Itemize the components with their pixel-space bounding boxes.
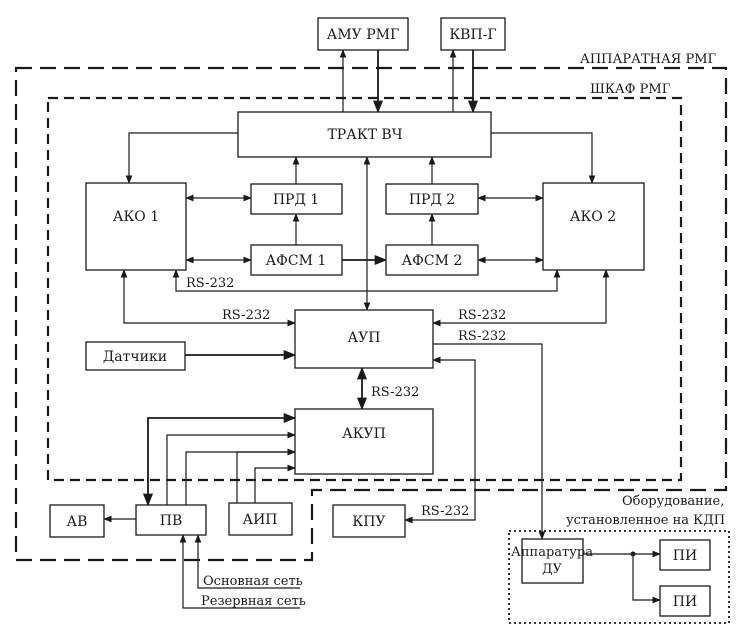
block-akup: АКУП <box>294 408 434 475</box>
svg-text:ПРД 2: ПРД 2 <box>409 192 455 208</box>
shkaf-border <box>46 96 683 482</box>
label-rs-ako-bus: RS-232 <box>186 276 234 291</box>
shkaf-label: ШКАФ РМГ <box>590 82 671 97</box>
kdp-border <box>508 530 730 624</box>
block-du: Аппаратура ДУ <box>511 538 593 584</box>
label-reserve-net: Резервная сеть <box>201 594 306 609</box>
link-trakt-ako2 <box>491 132 596 184</box>
svg-text:АКУП: АКУП <box>342 426 386 442</box>
kdp-label-line1: Оборудование, <box>622 494 724 509</box>
link-reserve-net <box>179 534 300 609</box>
svg-text:ПИ: ПИ <box>673 548 697 564</box>
svg-text:АВ: АВ <box>67 514 88 530</box>
block-ako2: АКО 2 <box>542 182 645 271</box>
link-trakt-ako1 <box>125 132 238 184</box>
link-aup-kpu <box>404 356 476 524</box>
svg-text:КВП-Г: КВП-Г <box>449 27 496 43</box>
block-trakt-vch: ТРАКТ ВЧ <box>237 111 492 158</box>
link-aip-akup-2 <box>254 464 296 503</box>
label-rs-akup: RS-232 <box>371 385 419 400</box>
svg-text:ПВ: ПВ <box>160 513 183 529</box>
block-kpu: КПУ <box>332 504 406 538</box>
link-du-pi2 <box>632 554 661 604</box>
block-aup: АУП <box>294 309 434 369</box>
link-pv-akup-1 <box>142 412 297 507</box>
block-prd2: ПРД 2 <box>385 183 479 215</box>
svg-text:ТРАКТ ВЧ: ТРАКТ ВЧ <box>327 127 402 143</box>
label-main-net: Основная сеть <box>203 574 303 589</box>
block-pv: ПВ <box>135 504 207 536</box>
link-pv-akup-2 <box>166 431 296 505</box>
block-pi2: ПИ <box>659 585 711 617</box>
label-rs-aup-left: RS-232 <box>222 308 270 323</box>
junction-dot <box>630 551 636 557</box>
label-rs-aup-right1: RS-232 <box>458 308 506 323</box>
kdp-label-line2: установленное на КДП <box>566 513 725 528</box>
block-prd1: ПРД 1 <box>250 183 343 215</box>
link-ako2-aup <box>432 269 610 327</box>
block-aip: АИП <box>228 502 293 536</box>
svg-text:АФСМ 1: АФСМ 1 <box>266 253 327 269</box>
block-kvp: КВП-Г <box>440 17 506 51</box>
svg-text:КПУ: КПУ <box>352 514 385 530</box>
block-av: АВ <box>49 504 105 538</box>
link-aup-du <box>433 343 546 540</box>
apparatnaya-border <box>14 66 728 562</box>
svg-text:ПРД 1: ПРД 1 <box>273 192 319 208</box>
svg-text:Датчики: Датчики <box>103 349 167 365</box>
block-ako1: АКО 1 <box>85 182 187 271</box>
svg-text:АКО 1: АКО 1 <box>113 209 159 225</box>
svg-text:АФСМ 2: АФСМ 2 <box>402 253 463 269</box>
svg-text:Аппаратура: Аппаратура <box>511 545 593 560</box>
block-afsm1: АФСМ 1 <box>250 244 343 276</box>
svg-text:АУП: АУП <box>348 330 381 346</box>
link-pv-akup-3 <box>185 448 296 505</box>
label-rs-kpu: RS-232 <box>421 504 469 519</box>
svg-text:АИП: АИП <box>242 512 277 528</box>
block-amu: АМУ РМГ <box>317 17 409 51</box>
block-datchiki: Датчики <box>85 341 186 371</box>
block-afsm2: АФСМ 2 <box>385 244 479 276</box>
apparatnaya-label: АППАРАТНАЯ РМГ <box>580 52 716 67</box>
link-ako1-aup <box>120 269 296 327</box>
link-aip-akup-1 <box>236 448 296 503</box>
svg-text:АМУ РМГ: АМУ РМГ <box>327 27 400 43</box>
svg-text:ПИ: ПИ <box>673 594 697 610</box>
svg-text:ДУ: ДУ <box>542 562 563 577</box>
svg-text:АКО 2: АКО 2 <box>570 209 616 225</box>
link-main-net <box>194 534 300 589</box>
block-pi1: ПИ <box>659 539 711 571</box>
label-rs-aup-right2: RS-232 <box>458 329 506 344</box>
